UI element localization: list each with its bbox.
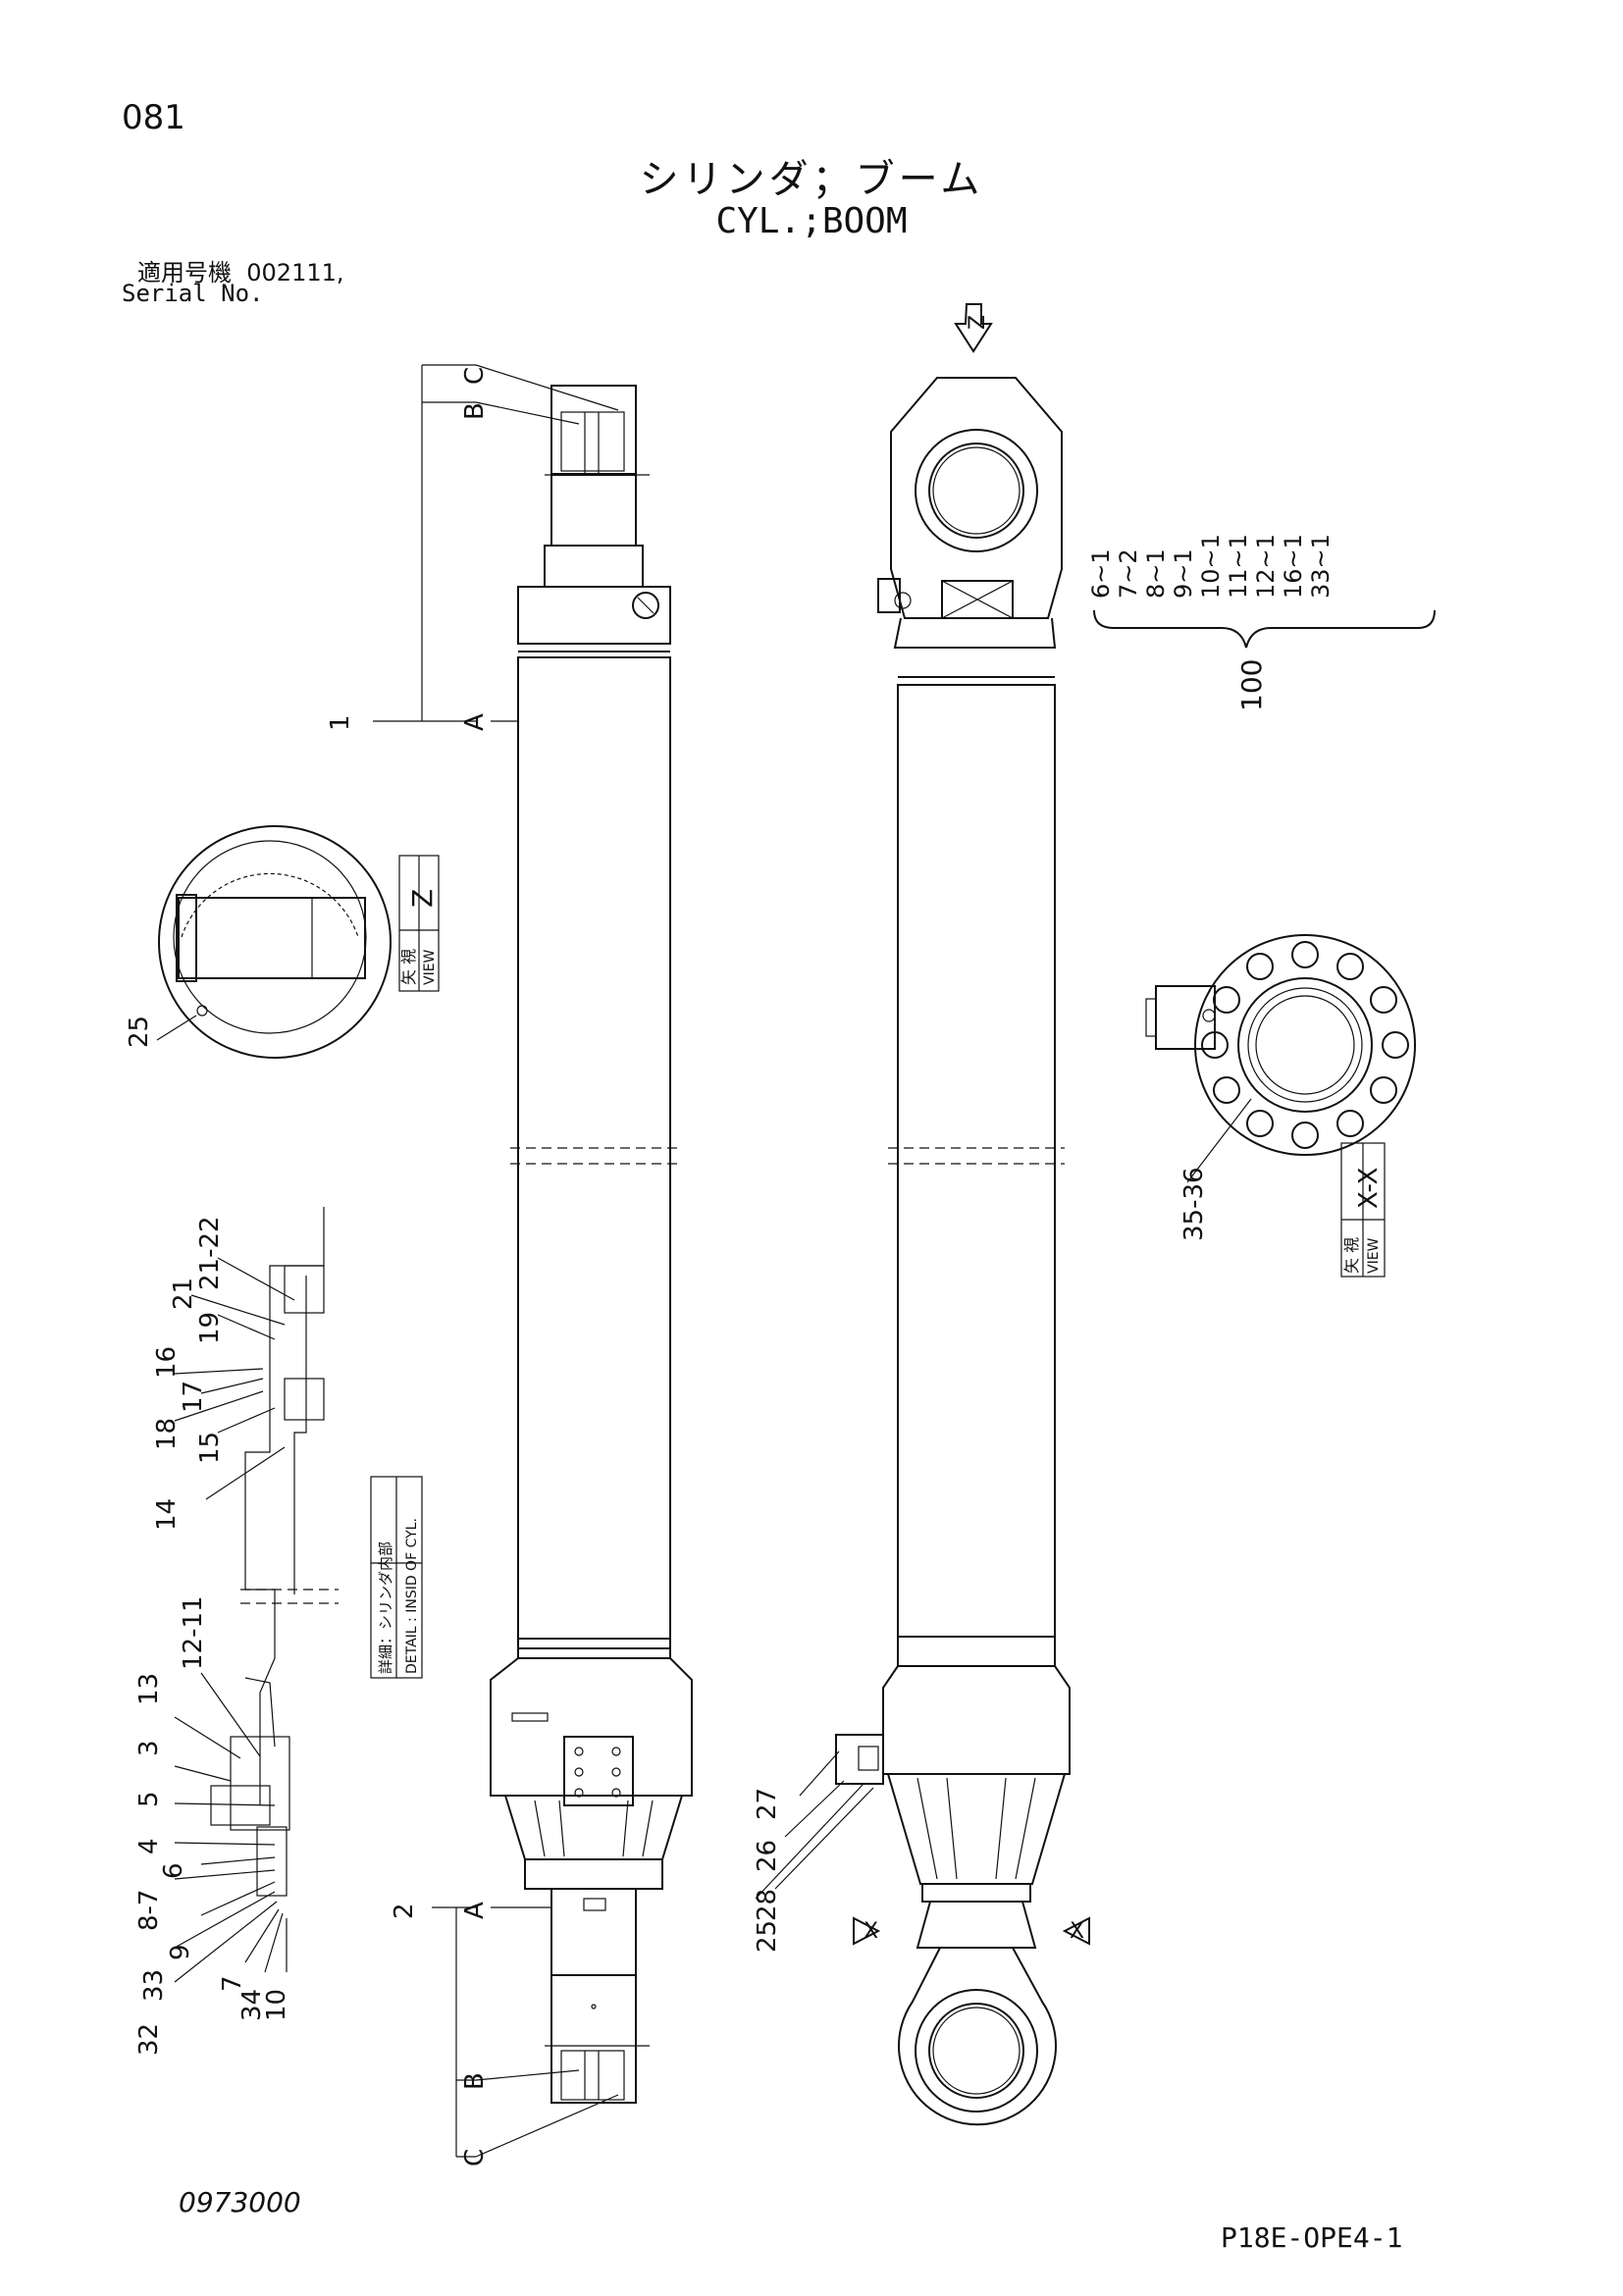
label-c-bottom: C [460,2149,490,2166]
callout-6: 6 [159,1862,188,1879]
gland-block [490,1657,693,1797]
top-neck [550,474,637,547]
fitting-callouts: 27 26 28 25 [753,1750,874,1953]
callout-15: 15 [195,1432,225,1464]
view-z-id: Z [406,889,439,908]
section-leaders: 1 C B A 2 A B C [326,364,619,2166]
kit-parts-group: 6~1 7~2 8~1 9~1 10~1 11~1 12~1 16~1 33~1… [1087,534,1436,711]
piston-rod [550,1888,637,1976]
detail-callouts-head: 21-22 21 19 16 17 18 15 14 [152,1216,295,1531]
top-eye [890,377,1063,619]
kit-part: 11~1 [1225,534,1252,599]
kit-part: 7~2 [1115,548,1142,599]
detail-section: 詳細：シリンダ内部 DETAIL : INSID OF CYL. [210,1207,423,1897]
arrow-x-right-label: X [1070,1919,1084,1944]
callout-25: 25 [125,1016,154,1048]
kit-number: 100 [1235,659,1268,711]
callout-35-36: 35-36 [1179,1167,1209,1241]
label-c-top: C [460,367,490,385]
callout-19: 19 [195,1312,225,1344]
kit-part: 9~1 [1170,548,1197,599]
view-arrow-z [954,303,993,353]
left-cylinder [490,385,693,2104]
callout-5: 5 [134,1791,164,1807]
view-arrow-x-right [1062,1916,1090,1946]
callout-18: 18 [152,1418,182,1450]
label-b-top: B [460,402,490,420]
kit-part: 8~1 [1142,548,1170,599]
view-arrow-x-left [853,1916,881,1946]
head-block [517,586,671,645]
serial-label-jp-text: 適用号機 [137,259,232,287]
callout-4: 4 [134,1838,164,1854]
grease-fitting-icon [632,592,659,619]
view-xx: 35-36 矢 視 VIEW X-X [1145,934,1416,1278]
arrow-z-label: Z [966,315,990,330]
port-block [563,1736,634,1806]
callout-8-7: 8-7 [134,1890,164,1931]
callout-10: 10 [262,1989,291,2021]
page-number: 081 [122,98,185,137]
callout-21: 21 [169,1278,198,1310]
view-xx-id: X-X [1354,1168,1384,1209]
kit-part: 33~1 [1307,534,1335,599]
detail-callouts-rod: 12-11 13 3 5 4 8-7 6 9 33 32 7 34 10 [134,1595,291,2056]
view-z-jp: 矢 視 [399,949,418,985]
view-xx-jp: 矢 視 [1342,1237,1361,1274]
callout-3: 3 [134,1740,164,1756]
kit-part: 10~1 [1197,534,1225,599]
right-cylinder: Z X X [835,303,1090,2126]
arrow-x-left-label: X [864,1919,878,1944]
detail-label-jp: 詳細：シリンダ内部 [377,1541,394,1674]
callout-21-22: 21-22 [195,1216,225,1290]
callout-17: 17 [179,1381,208,1413]
view-z-en: VIEW [422,949,438,985]
callout-9: 9 [166,1944,195,1960]
bottom-eye [898,1947,1057,2126]
top-clevis-pin [560,411,625,472]
callout-13: 13 [134,1673,164,1705]
kit-brace [1093,609,1436,649]
serial-label-en: Serial No. [122,280,264,307]
detail-label-en: DETAIL : INSID OF CYL. [404,1518,420,1674]
kit-part: 12~1 [1252,534,1280,599]
kit-part: 16~1 [1280,534,1307,599]
callout-16: 16 [152,1346,182,1379]
title-japanese: シリンダ；ブーム [639,157,984,202]
cylinder-barrel [517,656,671,1659]
serial-label-jp: 適用号機 002111, [137,253,344,287]
label-a-bottom: A [460,1902,490,1919]
bottom-clevis [550,1974,637,2104]
title-english: CYL.;BOOM [715,201,908,241]
callout-25-fitting: 25 [753,1920,782,1953]
callout-7: 7 [218,1975,247,1992]
right-barrel [897,684,1056,1667]
label-a-top: A [460,713,490,731]
view-xx-en: VIEW [1366,1237,1382,1274]
serial-value: 002111, [246,259,344,287]
flange-bolt-holes [1201,941,1409,1149]
callout-34: 34 [237,1989,267,2021]
callout-12-11: 12-11 [179,1595,208,1670]
label-b-bottom: B [460,2072,490,2090]
fitting-block [835,1734,884,1785]
drawing-code: 0973000 [179,2186,301,2218]
callout-27: 27 [753,1788,782,1820]
page-reference: P18E-OPE4-1 [1221,2221,1403,2254]
kit-part: 6~1 [1087,548,1115,599]
callout-26: 26 [753,1840,782,1872]
kit-parts-labels: 6~1 7~2 8~1 9~1 10~1 11~1 12~1 16~1 33~1 [1087,534,1335,599]
view-z: 25 矢 視 VIEW Z [125,825,440,1059]
top-clevis [550,385,637,475]
callout-32: 32 [134,2023,164,2056]
callout-33: 33 [139,1969,169,2002]
callout-14: 14 [152,1498,182,1531]
callout-2: 2 [390,1903,419,1919]
callout-28: 28 [753,1889,782,1921]
callout-1: 1 [326,714,355,731]
